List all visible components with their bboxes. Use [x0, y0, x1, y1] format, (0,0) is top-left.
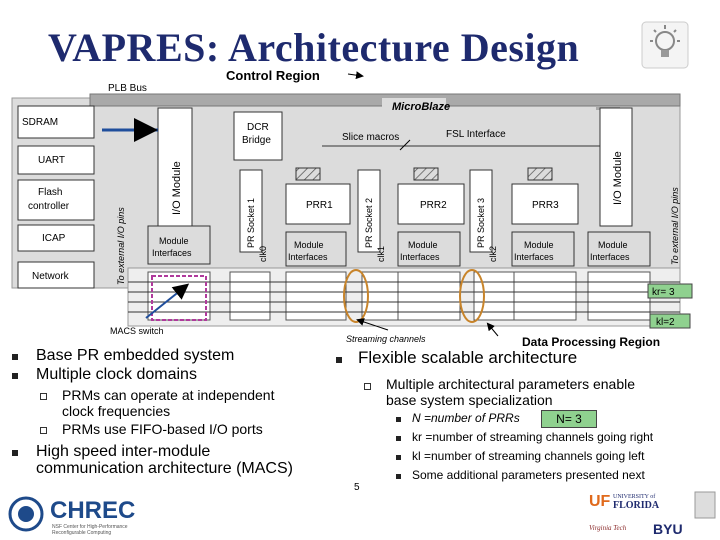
kr-badge — [647, 283, 693, 299]
svg-text:Interfaces: Interfaces — [590, 252, 630, 262]
svg-text:Interfaces: Interfaces — [514, 252, 554, 262]
clk1-label: clk1 — [376, 246, 386, 262]
svg-text:CHREC: CHREC — [50, 497, 135, 524]
bullet-right-2: Multiple architectural parameters enable — [386, 376, 636, 392]
kl-label: kl=2 — [656, 317, 675, 328]
network-label: Network — [32, 271, 70, 282]
kl-badge — [649, 313, 691, 329]
module-interfaces-0 — [147, 225, 211, 265]
sdram-block — [17, 105, 95, 139]
bullet-left-5b: communication architecture (MACS) — [36, 460, 293, 477]
page-number: 5 — [354, 482, 360, 493]
streaming-channels-label: Streaming channels — [346, 334, 426, 344]
bullet-right-4: kr =number of streaming channels going r… — [412, 430, 654, 444]
bullet-section: Base PR embedded system Multiple clock d… — [0, 345, 720, 495]
pr-socket-1-label: PR Socket 1 — [246, 198, 256, 248]
bullet-left-1: Base PR embedded system — [36, 347, 235, 364]
plb-bus-label: PLB Bus — [108, 83, 147, 94]
svg-text:Virginia Tech: Virginia Tech — [589, 524, 627, 532]
svg-text:Interfaces: Interfaces — [288, 252, 328, 262]
bullet-right-1: Flexible scalable architecture — [358, 348, 578, 367]
prr1-block — [285, 183, 351, 225]
university-logos: UF UNIVERSITY of FLORIDA Virginia Tech B… — [589, 491, 716, 537]
svg-text:Module: Module — [294, 240, 324, 250]
pr-socket-3-label: PR Socket 3 — [476, 198, 486, 248]
io-module-left-label: I/O Module — [171, 161, 183, 215]
n-badge: N= 3 — [541, 410, 597, 428]
svg-text:Interfaces: Interfaces — [152, 248, 192, 258]
prr3-block — [511, 183, 579, 225]
io-module-left — [157, 107, 193, 227]
icap-label: ICAP — [42, 233, 66, 244]
svg-text:controller: controller — [28, 201, 70, 212]
bullet-left-3b: clock frequencies — [62, 403, 171, 419]
icap-block — [17, 224, 95, 252]
svg-text:Interfaces: Interfaces — [400, 252, 440, 262]
bullet-right-2b: base system specialization — [386, 392, 553, 408]
clk2-label: clk2 — [488, 246, 498, 262]
prr2-group: PRR2 Module Interfaces — [397, 167, 465, 267]
pr-socket-3 — [469, 169, 493, 253]
bullet-right-5: kl =number of streaming channels going l… — [412, 449, 645, 463]
prr1-group: PRR1 Module Interfaces — [285, 167, 351, 267]
external-io-left-label: To external I/O pins — [116, 207, 126, 285]
uart-label: UART — [38, 155, 65, 166]
svg-text:UF: UF — [589, 493, 611, 510]
clk0-label: clk0 — [258, 246, 268, 262]
bullet-left-3: PRMs can operate at independent — [62, 387, 275, 403]
macs-switch-label: MACS switch — [110, 326, 164, 336]
network-block — [17, 261, 95, 289]
sdram-label: SDRAM — [22, 117, 58, 128]
svg-text:Module: Module — [408, 240, 438, 250]
svg-text:Module: Module — [524, 240, 554, 250]
svg-text:Reconfigurable Computing: Reconfigurable Computing — [52, 530, 111, 536]
io-module-right — [599, 107, 633, 227]
bullet-left-4: PRMs use FIFO-based I/O ports — [62, 421, 263, 437]
kr-label: kr= 3 — [652, 287, 675, 298]
slice-macros-label: Slice macros — [342, 132, 399, 143]
bullet-right-3: N =number of PRRs — [412, 411, 520, 425]
flash-controller-block — [17, 179, 95, 221]
chrec-logo: CHREC NSF Center for High-Performance Re… — [8, 496, 135, 536]
svg-text:Flash: Flash — [38, 187, 62, 198]
svg-text:Bridge: Bridge — [242, 135, 271, 146]
slide-title: VAPRES: Architecture Design — [48, 25, 580, 70]
pr-socket-2 — [357, 169, 381, 253]
architecture-diagram: PLB Bus Control Region SDRAM UART Flash … — [11, 68, 693, 349]
svg-text:BYU: BYU — [653, 521, 683, 537]
svg-text:NSF Center for High-Performanc: NSF Center for High-Performance — [52, 524, 128, 530]
microblaze-label: MicroBlaze — [392, 101, 450, 113]
svg-text:DCR: DCR — [247, 122, 269, 133]
svg-text:Module: Module — [159, 236, 189, 246]
svg-text:FLORIDA: FLORIDA — [613, 500, 660, 511]
bullet-left-5: High speed inter-module — [36, 443, 211, 460]
control-region-label: Control Region — [226, 68, 320, 83]
lightbulb-icon — [641, 21, 689, 69]
fsl-interface-label: FSL Interface — [446, 129, 506, 140]
prr3-label: PRR3 — [532, 200, 559, 211]
external-io-right-label: To external I/O pins — [670, 187, 680, 265]
prr1-label: PRR1 — [306, 200, 333, 211]
svg-text:UNIVERSITY of: UNIVERSITY of — [613, 493, 655, 500]
io-module-right-label: I/O Module — [612, 151, 624, 205]
pr-socket-2-label: PR Socket 2 — [364, 198, 374, 248]
uart-block — [17, 145, 95, 175]
svg-text:Module: Module — [598, 240, 628, 250]
data-processing-region-label: Data Processing Region — [522, 335, 660, 349]
prr2-label: PRR2 — [420, 200, 447, 211]
prr3-group: PRR3 Module Interfaces — [511, 167, 579, 267]
bullet-right-6: Some additional parameters presented nex… — [412, 468, 645, 482]
prr2-block — [397, 183, 465, 225]
pr-socket-1 — [239, 169, 263, 253]
dcr-bridge-block — [233, 111, 283, 161]
bullet-left-2: Multiple clock domains — [36, 366, 197, 383]
